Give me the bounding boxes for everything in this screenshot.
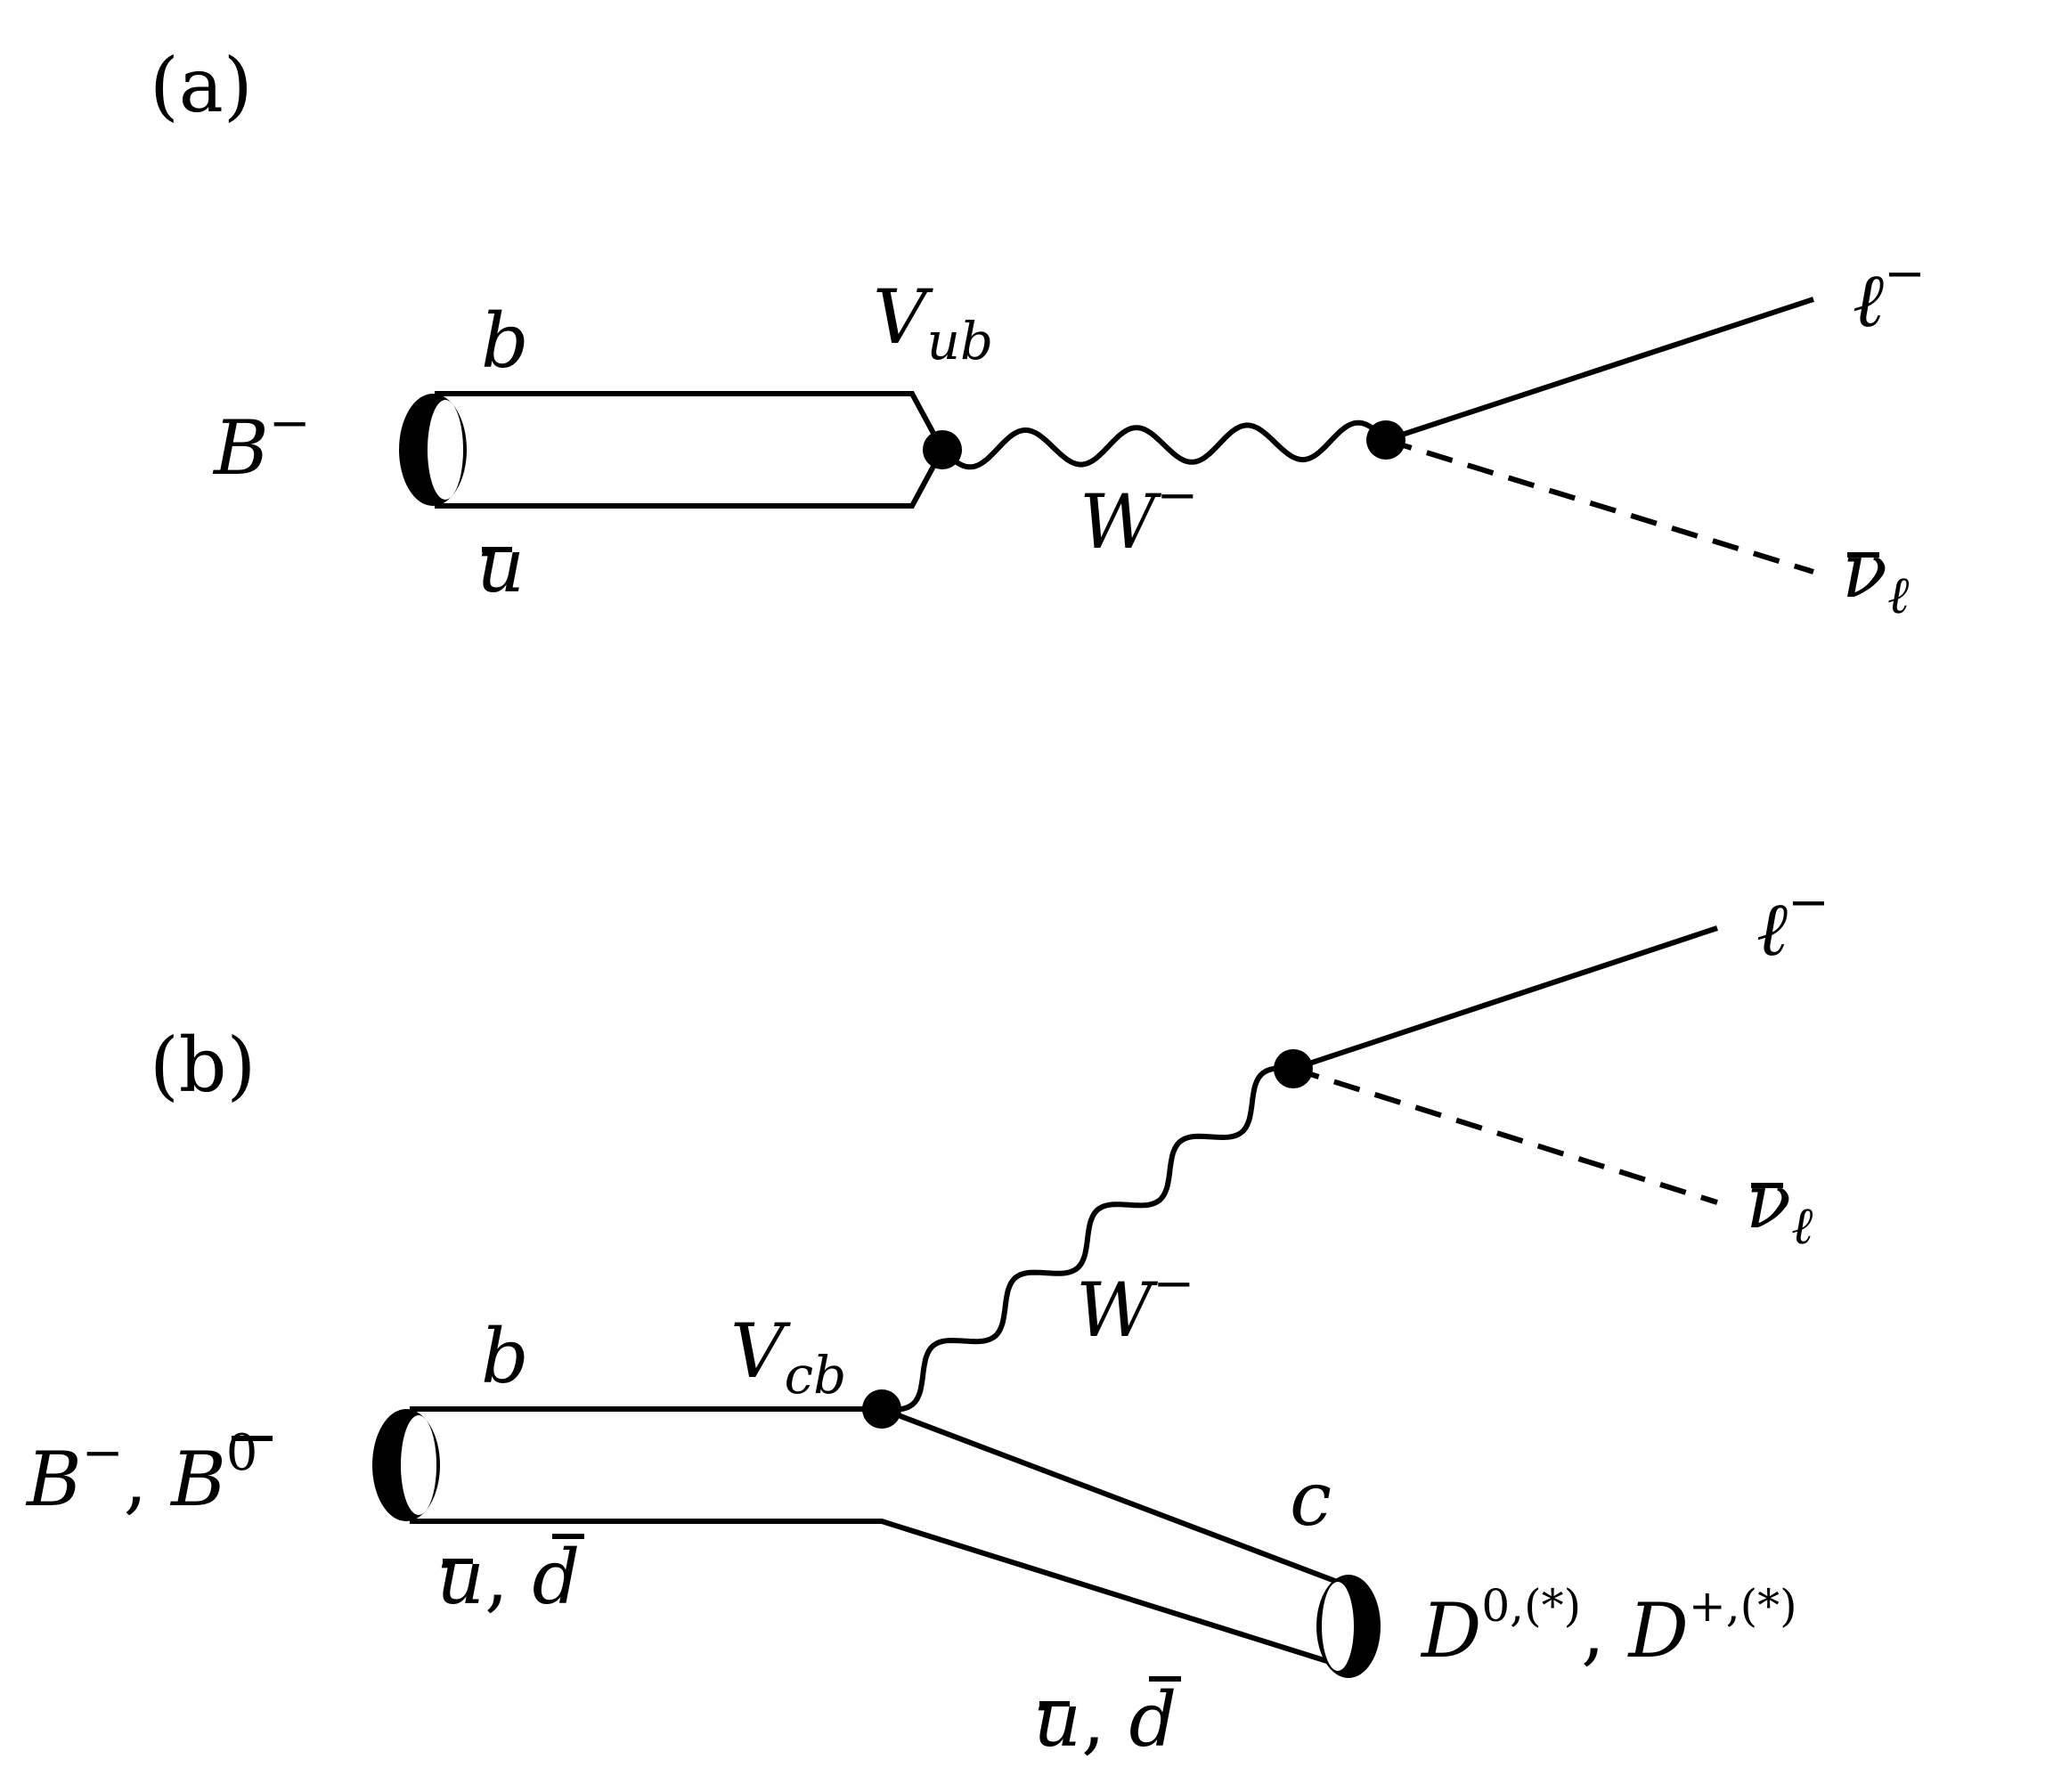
panel-b-initial-meson-label: B−, B0: [25, 1424, 273, 1523]
panel-a-meson-label: B−: [212, 395, 311, 492]
panel-b-quark-spectator-label: u, d: [1033, 1676, 1181, 1763]
panel-b-vertex-quark: [862, 1389, 901, 1429]
panel-a-quark-line-top: [435, 391, 945, 452]
svg-text:νℓ: νℓ: [1746, 1158, 1813, 1256]
panel-b-neutrino-bar: [1751, 1183, 1783, 1188]
panel-a-coupling-label: Vub: [873, 273, 993, 371]
panel-b-quark-bottom-bar-2: [552, 1534, 584, 1539]
panel-a-quark-bottom-label: u: [477, 522, 525, 609]
panel-a-meson-blob-highlight: [428, 400, 463, 500]
panel-b: (b) B−, B0 b u, d Vcb W− ℓ−: [25, 874, 1829, 1763]
panel-b-tag: (b): [150, 1022, 256, 1109]
panel-a-quark-top-label: b: [481, 297, 529, 385]
svg-text:u, d: u, d: [1033, 1676, 1177, 1763]
panel-a-neutrino-line: [1385, 437, 1814, 574]
panel-a-lepton-label: ℓ−: [1853, 245, 1926, 344]
panel-b-coupling-label: Vcb: [730, 1307, 846, 1405]
svg-text:B−, B0: B−, B0: [25, 1424, 257, 1523]
svg-text:u: u: [477, 522, 525, 609]
panel-b-quark-out-label: c: [1290, 1455, 1332, 1543]
panel-a-tag: (a): [150, 42, 253, 129]
panel-b-neutrino-line: [1292, 1066, 1718, 1205]
panel-b-quark-spectator-bar-1: [1039, 1701, 1070, 1706]
panel-b-w-boson-line: [881, 1065, 1294, 1413]
panel-b-quark-spectator-bar-2: [1149, 1676, 1181, 1682]
panel-a-lepton-line: [1385, 297, 1814, 443]
panel-a-boson-label: W−: [1080, 467, 1198, 566]
panel-b-lepton-line: [1292, 925, 1718, 1071]
panel-a-vertex-quark: [923, 430, 962, 469]
panel-a-quark-bottom-bar: [482, 547, 512, 552]
panel-b-neutrino-label: νℓ: [1746, 1158, 1813, 1256]
panel-b-final-meson-blob-highlight: [1322, 1582, 1354, 1671]
panel-b-initial-meson-blob-highlight: [401, 1415, 436, 1515]
panel-b-boson-label: W−: [1076, 1255, 1194, 1354]
panel-a-quark-line-bottom: [435, 448, 945, 509]
panel-b-vertex-lepton: [1274, 1049, 1313, 1088]
panel-a-vertex-lepton: [1366, 420, 1405, 460]
panel-b-initial-meson-bar: [232, 1436, 273, 1441]
panel-b-quark-bottom-label: u, d: [436, 1534, 584, 1621]
panel-b-quark-bottom-bar-1: [443, 1559, 473, 1564]
panel-b-quark-line-bottom: [410, 1519, 1348, 1670]
panel-b-quark-top-label: b: [481, 1313, 529, 1400]
panel-a: (a) B− b u Vub W− ℓ− νℓ: [150, 42, 1926, 625]
svg-text:νℓ: νℓ: [1842, 527, 1909, 625]
panel-a-neutrino-label: νℓ: [1842, 527, 1909, 625]
panel-a-w-boson-line: [940, 419, 1389, 470]
panel-b-lepton-label: ℓ−: [1756, 874, 1829, 973]
svg-text:u, d: u, d: [436, 1534, 580, 1621]
panel-b-final-meson-label: D0,(*), D+,(*): [1420, 1580, 1797, 1674]
panel-a-neutrino-bar: [1847, 552, 1879, 558]
